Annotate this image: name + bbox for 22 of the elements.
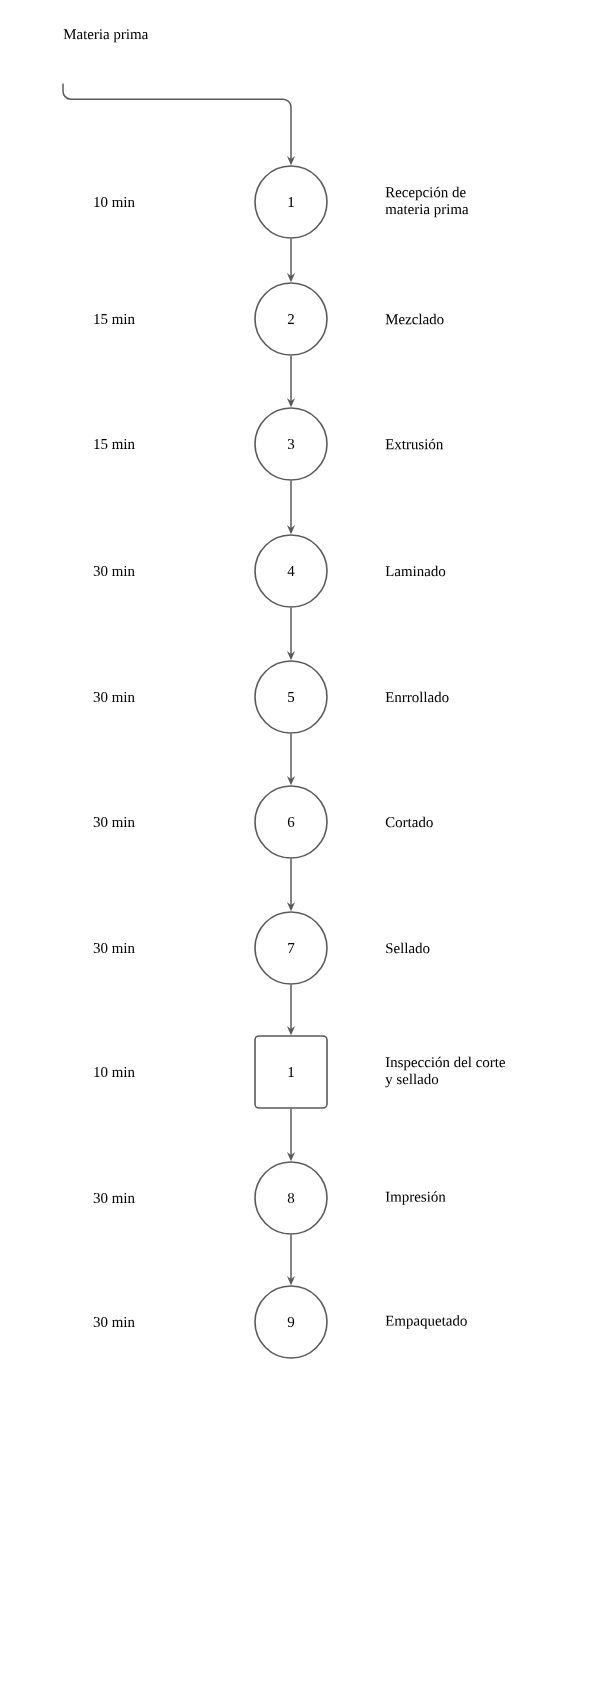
time-label: 30 min: [93, 942, 135, 954]
step-label: Impresión: [385, 1191, 446, 1205]
step-label: Empaquetado: [385, 1315, 467, 1329]
step-label: Enrrollado: [385, 691, 449, 703]
time-label: 30 min: [93, 816, 135, 828]
step-label: Cortado: [385, 816, 433, 828]
time-label: 30 min: [93, 1192, 135, 1204]
step-label: Mezclado: [385, 313, 444, 325]
start-label: Materia prima: [63, 29, 149, 43]
time-label: 30 min: [93, 1316, 135, 1328]
step-label: Laminado: [385, 565, 446, 577]
time-label: 10 min: [94, 1066, 135, 1078]
step-label: Recepción de materia prima: [385, 186, 469, 218]
step-label: Inspección del corte y sellado: [385, 1056, 505, 1088]
time-label: 10 min: [94, 197, 135, 208]
step-label: Extrusión: [385, 438, 444, 450]
inspection-square: 1: [254, 1035, 328, 1109]
time-label: 15 min: [94, 439, 135, 450]
time-label: 15 min: [94, 314, 135, 325]
time-label: 30 min: [93, 565, 135, 577]
step-label: Sellado: [386, 942, 430, 954]
time-label: 30 min: [93, 691, 135, 703]
